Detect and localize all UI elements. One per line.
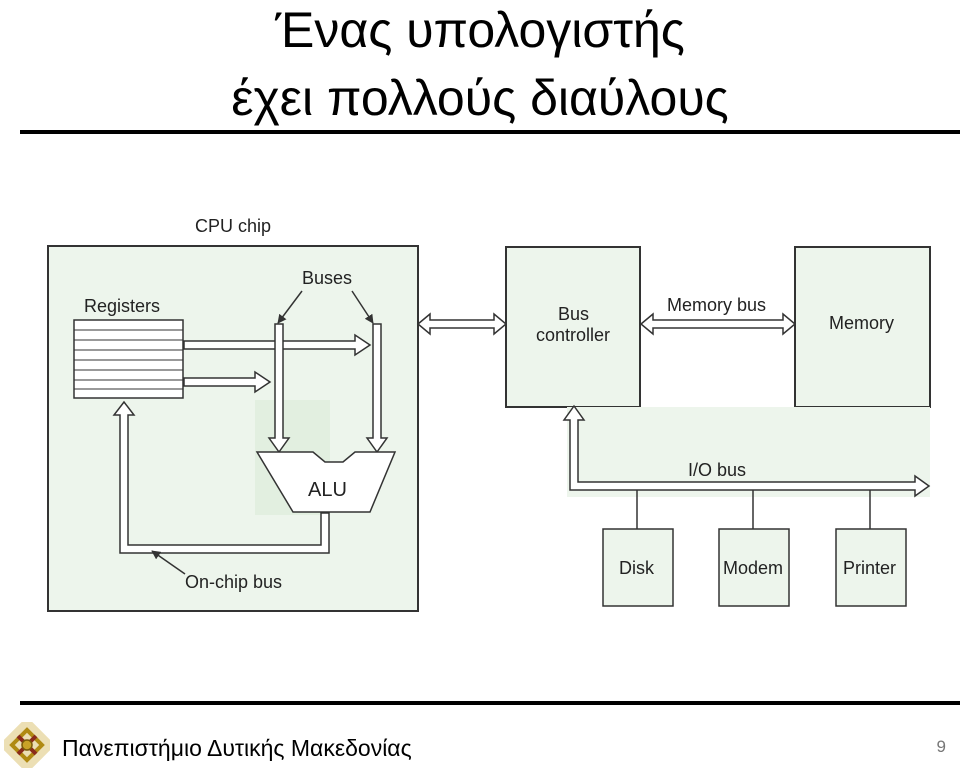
modem-box <box>718 528 790 607</box>
on-chip-bus-pointer <box>151 550 186 575</box>
io-bus-arrow <box>562 404 931 498</box>
computer-buses-diagram: CPU chip Registers Buses ALU On-chip bus… <box>47 216 931 612</box>
register-file <box>73 319 184 399</box>
io-bus-label: I/O bus <box>688 460 746 480</box>
alu-input-bus-left <box>267 323 291 454</box>
memory-label: Memory <box>829 313 894 333</box>
buses-pointer-left <box>277 290 303 324</box>
modem-label: Modem <box>723 558 783 578</box>
title-divider <box>20 130 960 134</box>
university-knot-logo-icon <box>4 722 50 768</box>
memory-bus-arrow <box>639 312 797 336</box>
cpu-to-bus-controller-arrow <box>416 312 508 336</box>
slide-title-line-2: έχει πολλούς διαύλους <box>231 70 729 126</box>
disk-box <box>602 528 674 607</box>
footer-divider <box>20 701 960 705</box>
on-chip-bus-label: On-chip bus <box>185 572 282 592</box>
on-chip-bus-loop <box>112 400 330 554</box>
alu-label: ALU <box>308 479 347 501</box>
alu-input-bus-right <box>365 323 389 454</box>
memory-box <box>794 246 931 408</box>
bus-controller-label-line-1: Bus <box>558 304 589 324</box>
bus-controller-label-line-2: controller <box>536 325 610 345</box>
slide-title-line-1: Ένας υπολογιστής <box>275 2 685 58</box>
memory-bus-label: Memory bus <box>667 295 766 315</box>
registers-label: Registers <box>84 296 160 316</box>
buses-pointer-right <box>351 290 374 324</box>
page-number: 9 <box>936 737 946 756</box>
cpu-chip-label: CPU chip <box>195 216 271 236</box>
footer-university-name: Πανεπιστήμιο Δυτικής Μακεδονίας <box>62 735 412 761</box>
buses-label: Buses <box>302 268 352 288</box>
register-bus-arrow-lower <box>183 370 272 394</box>
bus-controller-box <box>505 246 641 408</box>
printer-box <box>835 528 907 607</box>
alu-shape <box>255 451 397 513</box>
printer-label: Printer <box>843 558 896 578</box>
disk-label: Disk <box>619 558 655 578</box>
